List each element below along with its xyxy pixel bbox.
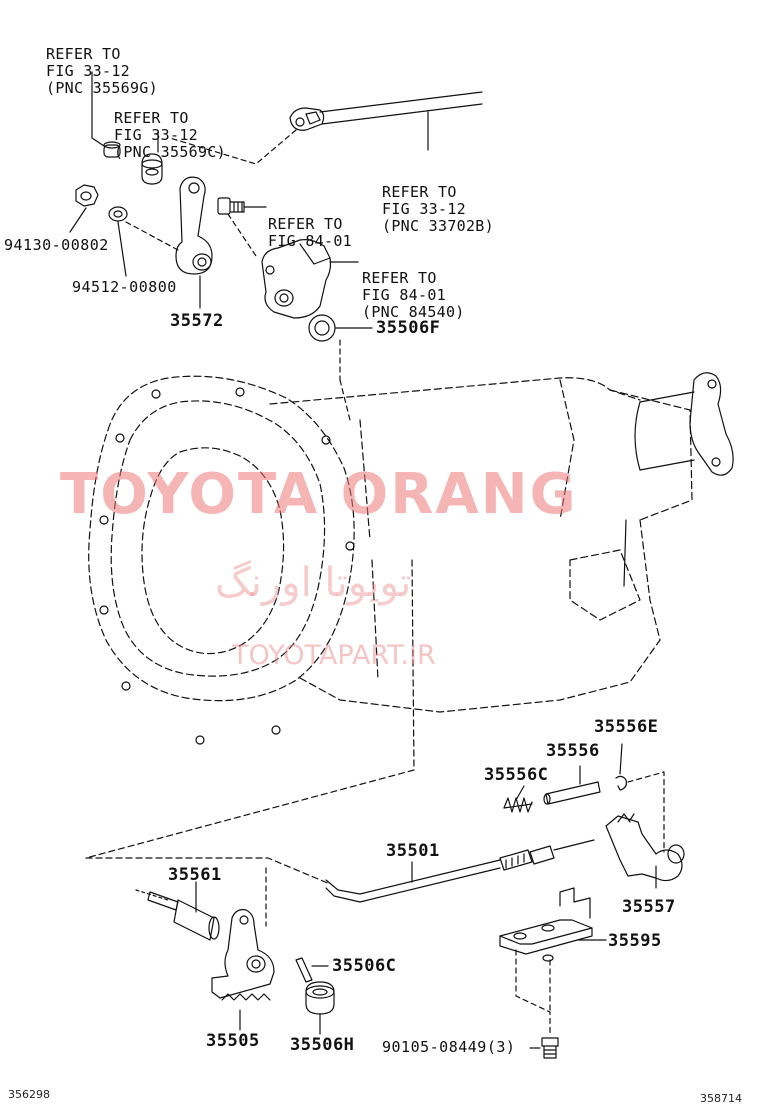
rear-flange (634, 372, 734, 476)
part-35556c: 35556C (484, 765, 549, 785)
part-35505: 35505 (206, 1031, 260, 1051)
bolt-90105 (541, 1037, 559, 1059)
bushing-small (103, 141, 121, 158)
control-rod (325, 839, 595, 903)
watermark-persian: تویوتا اورنگ (215, 560, 412, 606)
nut (75, 184, 99, 207)
neutral-switch (261, 239, 332, 319)
part-35506f: 35506F (376, 318, 441, 338)
part-35595: 35595 (608, 931, 662, 951)
part-35561: 35561 (168, 865, 222, 885)
watermark-site: TOYOTAPART.IR (232, 640, 436, 671)
washer (108, 206, 128, 222)
part-35557: 35557 (622, 897, 676, 917)
part-94130-00802: 94130-00802 (4, 236, 109, 254)
shift-rod (289, 91, 483, 131)
bolt (217, 197, 245, 215)
spring-pin (295, 957, 313, 983)
watermark-brand: TOYOTA ORANG (60, 462, 578, 527)
part-35572: 35572 (170, 311, 224, 331)
part-90105-08449: 90105-08449(3) (382, 1038, 516, 1056)
part-35556: 35556 (546, 741, 600, 761)
detent-plate (211, 909, 275, 1001)
dashed-rod-link (169, 129, 297, 165)
e-clip (615, 775, 627, 791)
part-35506h: 35506H (290, 1035, 355, 1055)
oil-seal-h (305, 981, 335, 1015)
transmission-housing (88, 375, 693, 713)
footer-left-code: 356298 (8, 1088, 50, 1101)
part-35556e: 35556E (594, 717, 659, 737)
part-35506c: 35506C (332, 956, 397, 976)
manual-valve-shaft (135, 889, 220, 941)
part-94512-00800: 94512-00800 (72, 278, 177, 296)
parking-bracket (499, 887, 593, 962)
spring (503, 797, 533, 813)
parking-lever (605, 813, 685, 882)
bell-housing-holes (99, 387, 355, 745)
part-35501: 35501 (386, 841, 440, 861)
pin (543, 781, 601, 805)
footer-right-code: 358714 (700, 1092, 742, 1105)
oil-seal-f (308, 314, 336, 342)
lever (175, 176, 213, 275)
grommet (141, 153, 163, 185)
